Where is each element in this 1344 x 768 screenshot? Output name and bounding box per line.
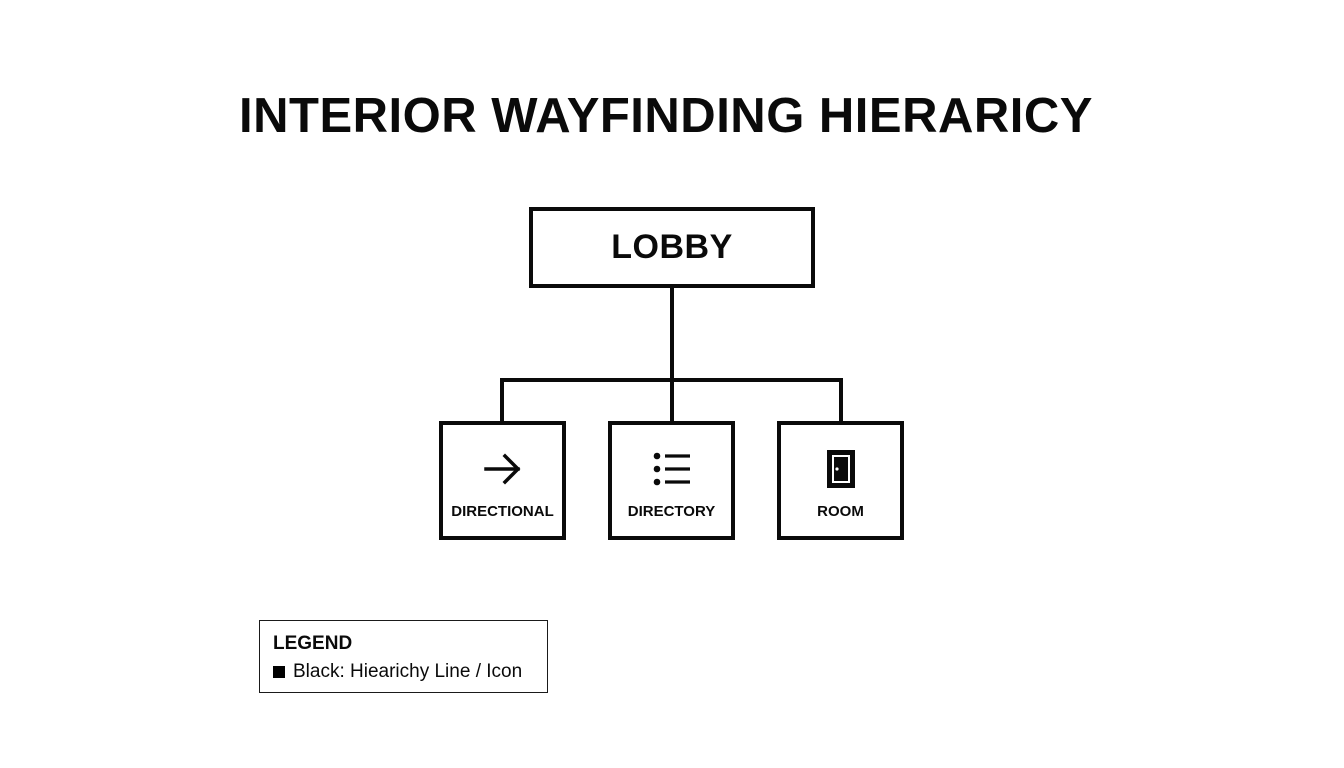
legend-swatch: [273, 666, 285, 678]
legend-title: LEGEND: [273, 633, 353, 654]
diagram-title: INTERIOR WAYFINDING HIERARICY: [239, 89, 1093, 143]
list-icon: [650, 447, 694, 491]
directory-node: DIRECTORY: [608, 421, 735, 540]
room-node: ROOM: [777, 421, 904, 540]
arrow-right-icon: [481, 447, 525, 491]
legend: LEGEND Black: Hiearichy Line / Icon: [259, 620, 548, 693]
directional-node: DIRECTIONAL: [439, 421, 566, 540]
directional-label: DIRECTIONAL: [451, 503, 554, 520]
door-icon: [819, 447, 863, 491]
room-label: ROOM: [817, 503, 864, 520]
lobby-node: LOBBY: [529, 207, 815, 288]
lobby-label: LOBBY: [611, 228, 733, 266]
directory-label: DIRECTORY: [627, 503, 716, 520]
legend-item: Black: Hiearichy Line / Icon: [273, 661, 522, 683]
legend-item-label: Black: Hiearichy Line / Icon: [293, 661, 523, 682]
